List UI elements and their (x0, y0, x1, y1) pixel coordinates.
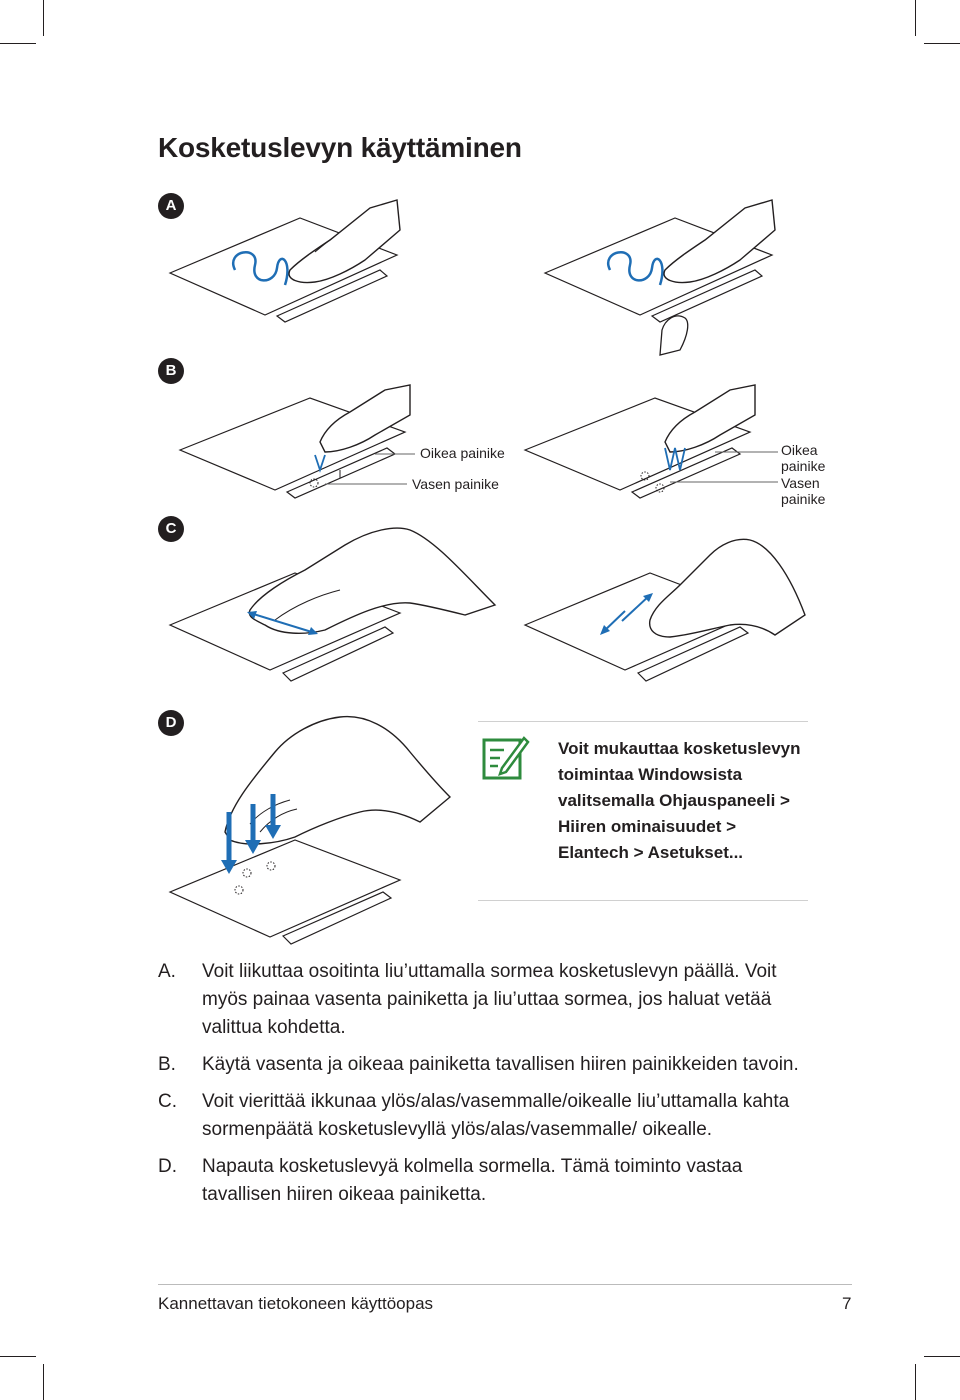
touchpad-right-click-illustration (523, 384, 778, 499)
crop-mark (915, 0, 916, 36)
note-text: Voit mukauttaa kosketuslevyn toimintaa W… (558, 739, 801, 862)
list-item-letter: B. (158, 1054, 176, 1075)
page-number: 7 (842, 1294, 852, 1313)
crop-mark (0, 43, 36, 44)
section-marker-a: A (158, 193, 184, 219)
two-finger-scroll-horizontal-illustration (168, 527, 497, 682)
crop-mark (924, 43, 960, 44)
crop-mark (43, 0, 44, 36)
touchpad-drag-illustration (543, 199, 776, 356)
crop-mark (915, 1364, 916, 1400)
list-item-text: Napauta kosketuslevyä kolmella sormella.… (202, 1156, 743, 1205)
touchpad-move-illustration (168, 199, 401, 323)
list-item-text: Käytä vasenta ja oikeaa painiketta taval… (202, 1054, 799, 1075)
right-button-label: Oikea painike (420, 445, 505, 461)
left-button-label: Vasen painike (412, 476, 499, 492)
list-item-letter: A. (158, 961, 176, 982)
list-item-text: Voit vierittää ikkunaa ylös/alas/vasemma… (202, 1091, 790, 1140)
right-button-label-2: Oikea painike (781, 442, 826, 474)
list-item: A. Voit liikuttaa osoitinta liu’uttamall… (158, 958, 818, 1042)
note-pencil-icon (482, 736, 530, 780)
crop-mark (43, 1364, 44, 1400)
two-finger-scroll-vertical-illustration (523, 538, 806, 682)
touchpad-left-click-illustration (178, 384, 415, 499)
section-marker-d: D (158, 710, 184, 736)
instruction-list: A. Voit liikuttaa osoitinta liu’uttamall… (158, 958, 818, 1218)
list-item-text: Voit liikuttaa osoitinta liu’uttamalla s… (202, 961, 777, 1038)
section-marker-b: B (158, 358, 184, 384)
crop-mark (924, 1356, 960, 1357)
list-item: C. Voit vierittää ikkunaa ylös/alas/vase… (158, 1088, 818, 1144)
three-finger-tap-illustration (168, 715, 452, 945)
footer-divider (158, 1284, 852, 1285)
note-box: Voit mukauttaa kosketuslevyn toimintaa W… (478, 721, 808, 901)
page-title: Kosketuslevyn käyttäminen (158, 132, 522, 163)
footer-title: Kannettavan tietokoneen käyttöopas (158, 1294, 434, 1313)
list-item: B. Käytä vasenta ja oikeaa painiketta ta… (158, 1051, 818, 1079)
list-item-letter: C. (158, 1091, 177, 1112)
crop-mark (0, 1356, 36, 1357)
list-item-letter: D. (158, 1156, 177, 1177)
section-marker-c: C (158, 516, 184, 542)
list-item: D. Napauta kosketuslevyä kolmella sormel… (158, 1153, 818, 1209)
left-button-label-2: Vasen painike (781, 475, 826, 507)
